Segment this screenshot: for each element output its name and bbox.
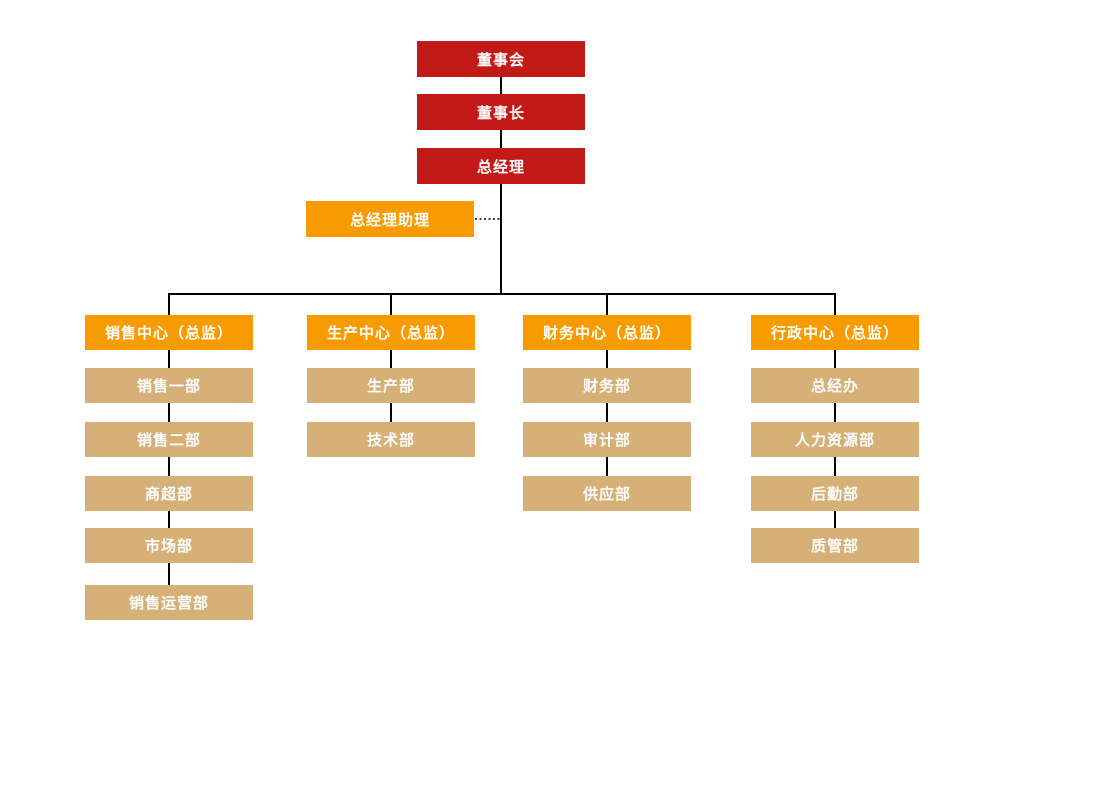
org-node-supermarket-dept: 商超部 [85, 476, 253, 511]
org-node-general-manager: 总经理 [417, 148, 585, 184]
org-node-quality-dept: 质管部 [751, 528, 919, 563]
org-node-chairman: 董事长 [417, 94, 585, 130]
org-node-sales-center: 销售中心（总监） [85, 315, 253, 350]
org-node-supply-dept: 供应部 [523, 476, 691, 511]
org-node-board: 董事会 [417, 41, 585, 77]
org-node-finance-center: 财务中心（总监） [523, 315, 691, 350]
org-node-marketing-dept: 市场部 [85, 528, 253, 563]
org-node-sales-operations-dept: 销售运营部 [85, 585, 253, 620]
org-node-gm-office: 总经办 [751, 368, 919, 403]
org-node-gm-assistant: 总经理助理 [306, 201, 474, 237]
org-node-audit-dept: 审计部 [523, 422, 691, 457]
org-node-production-center: 生产中心（总监） [307, 315, 475, 350]
org-node-hr-dept: 人力资源部 [751, 422, 919, 457]
org-node-technology-dept: 技术部 [307, 422, 475, 457]
org-node-finance-dept: 财务部 [523, 368, 691, 403]
org-node-sales-dept-1: 销售一部 [85, 368, 253, 403]
org-node-sales-dept-2: 销售二部 [85, 422, 253, 457]
org-node-logistics-dept: 后勤部 [751, 476, 919, 511]
org-node-production-dept: 生产部 [307, 368, 475, 403]
org-node-admin-center: 行政中心（总监） [751, 315, 919, 350]
